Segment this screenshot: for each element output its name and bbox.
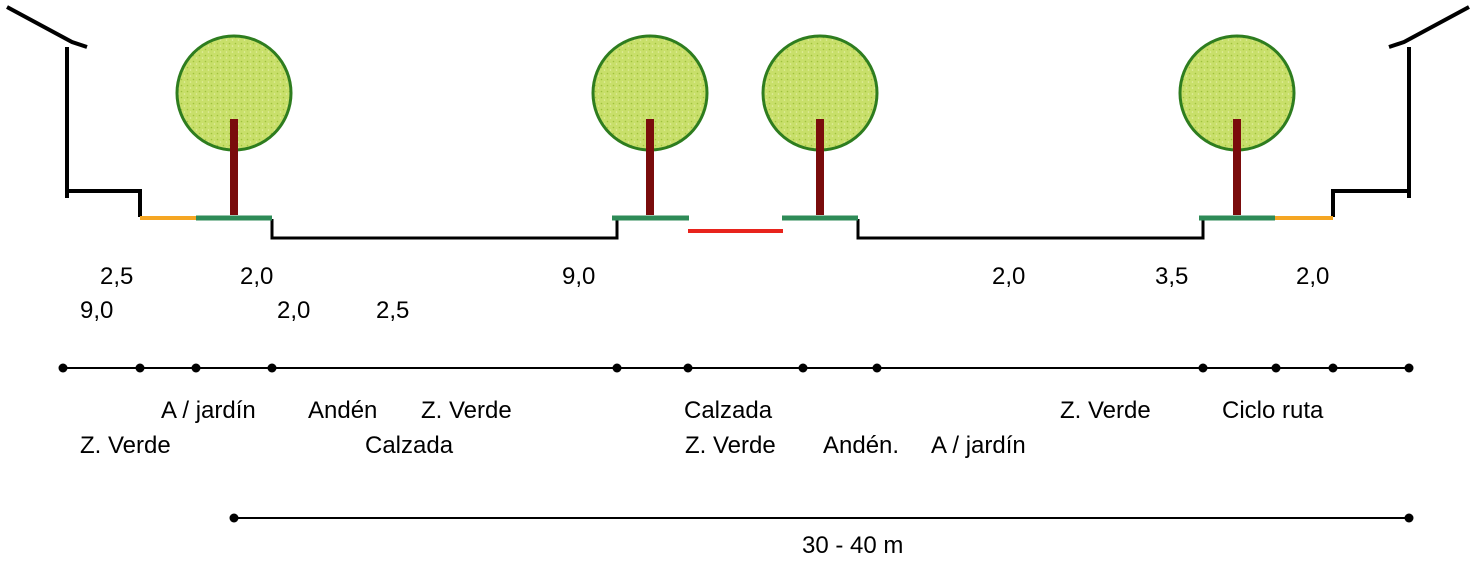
section-label: Z. Verde — [80, 432, 171, 459]
tree-trunk — [1233, 119, 1241, 215]
total-width-start-point — [229, 513, 239, 523]
tree-3 — [761, 34, 879, 215]
right-building-roof — [1388, 5, 1470, 49]
section-label: Z. Verde — [1060, 397, 1151, 424]
left-roadway — [270, 219, 619, 240]
measurement-label: 3,5 — [1155, 263, 1188, 290]
measurement-label: 9,0 — [562, 263, 595, 290]
right-roadway — [856, 219, 1205, 240]
dimension-point — [267, 363, 277, 373]
total-width-label: 30 - 40 m — [802, 532, 903, 559]
dimension-point — [1271, 363, 1281, 373]
section-label: A / jardín — [931, 432, 1026, 459]
section-label: Andén. — [823, 432, 899, 459]
left-building-step — [67, 189, 142, 217]
dimension-point — [58, 363, 68, 373]
measurement-label: 2,0 — [277, 297, 310, 324]
section-label: Z. Verde — [421, 397, 512, 424]
measurement-label: 2,0 — [992, 263, 1025, 290]
dimension-point — [1328, 363, 1338, 373]
dimension-point — [612, 363, 622, 373]
dimension-line — [58, 363, 1414, 373]
dimension-point — [683, 363, 693, 373]
section-label: Calzada — [365, 432, 454, 459]
measurement-label: 2,5 — [100, 263, 133, 290]
right-building-step — [1331, 189, 1409, 217]
tree-1 — [175, 34, 293, 215]
section-label: A / jardín — [161, 397, 256, 424]
dimension-point — [191, 363, 201, 373]
dimension-point — [1404, 363, 1414, 373]
measurement-label: 9,0 — [80, 297, 113, 324]
tree-trunk — [646, 119, 654, 215]
tree-trunk — [230, 119, 238, 215]
section-label: Ciclo ruta — [1222, 397, 1324, 424]
section-label: Calzada — [684, 397, 773, 424]
tree-4 — [1178, 34, 1296, 215]
right-building — [1331, 5, 1470, 217]
dimension-point — [872, 363, 882, 373]
total-width-end-point — [1404, 513, 1414, 523]
tree-trunk — [816, 119, 824, 215]
tree-2 — [591, 34, 709, 215]
left-building-roof — [6, 5, 88, 49]
dimension-point — [798, 363, 808, 373]
left-building — [6, 5, 142, 217]
total-width-line — [229, 513, 1414, 523]
dimension-point — [1198, 363, 1208, 373]
section-label: Z. Verde — [685, 432, 776, 459]
measurement-label: 2,0 — [1296, 263, 1329, 290]
measurement-label: 2,0 — [240, 263, 273, 290]
measurement-label: 2,5 — [376, 297, 409, 324]
dimension-point — [135, 363, 145, 373]
section-label: Andén — [308, 397, 377, 424]
